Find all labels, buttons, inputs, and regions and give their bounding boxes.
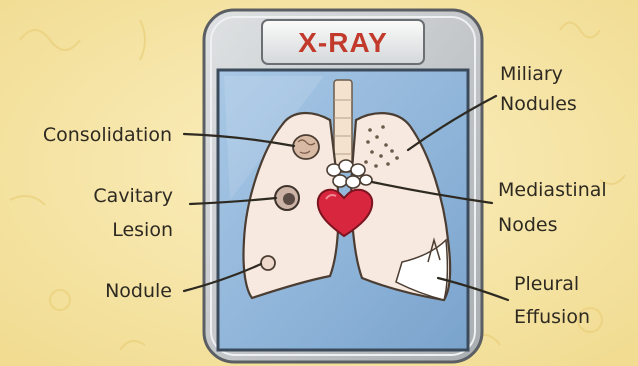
xray-title: X-RAY bbox=[298, 27, 388, 58]
nodule bbox=[261, 256, 275, 270]
label-cavitary-line1: Cavitary bbox=[93, 185, 173, 207]
label-miliary-line2: Nodules bbox=[500, 93, 577, 115]
label-nodule: Nodule bbox=[105, 280, 172, 302]
label-consolidation: Consolidation bbox=[43, 124, 172, 146]
label-cavitary-line2: Lesion bbox=[112, 219, 173, 241]
label-mediastinal-line1: Mediastinal bbox=[498, 179, 607, 201]
label-pleural-line2: Effusion bbox=[514, 306, 590, 328]
trachea bbox=[334, 80, 352, 172]
label-pleural-line1: Pleural bbox=[514, 273, 579, 295]
label-mediastinal-line2: Nodes bbox=[498, 214, 558, 236]
label-miliary-line1: Miliary bbox=[500, 63, 563, 85]
cavitary-lesion bbox=[275, 186, 299, 210]
consolidation-lesion bbox=[293, 135, 319, 159]
